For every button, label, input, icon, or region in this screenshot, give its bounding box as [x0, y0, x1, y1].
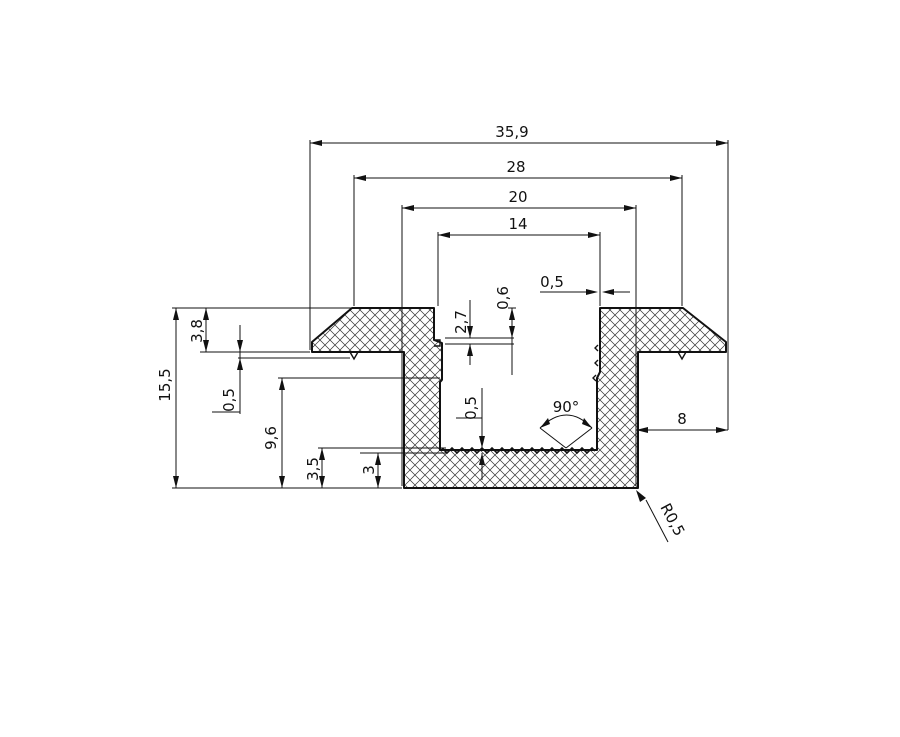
- dim-tooth-0-5: 0,5: [462, 396, 480, 420]
- wall-notches-right: [592, 344, 599, 382]
- dim-width-20: 20: [508, 188, 527, 206]
- flange-notch-right: [677, 351, 687, 361]
- flange-notch-left: [349, 351, 359, 361]
- dim-height-3: 3: [360, 465, 378, 475]
- serration-teeth: [441, 446, 596, 455]
- dim-height-2-7: 2,7: [452, 310, 470, 334]
- dim-offset-0-5: 0,5: [220, 388, 238, 412]
- dim-height-0-6: 0,6: [494, 286, 512, 310]
- dim-height-3-8: 3,8: [188, 319, 206, 343]
- dim-width-28: 28: [506, 158, 525, 176]
- dim-height-9-6: 9,6: [262, 426, 280, 450]
- dim-radius: R0,5: [656, 500, 688, 539]
- extension-lines: [172, 140, 729, 489]
- profile-section: [311, 307, 727, 489]
- dim-groove-0-5: 0,5: [540, 273, 564, 291]
- arrowheads: [173, 140, 728, 502]
- dim-overall-width: 35,9: [495, 123, 528, 141]
- dim-height-15-5: 15,5: [156, 368, 174, 401]
- left-groove: [434, 339, 441, 347]
- dim-flange-8: 8: [677, 410, 687, 428]
- dim-angle-90: 90°: [553, 398, 580, 416]
- dim-width-14: 14: [508, 215, 527, 233]
- dim-height-3-5: 3,5: [304, 457, 322, 481]
